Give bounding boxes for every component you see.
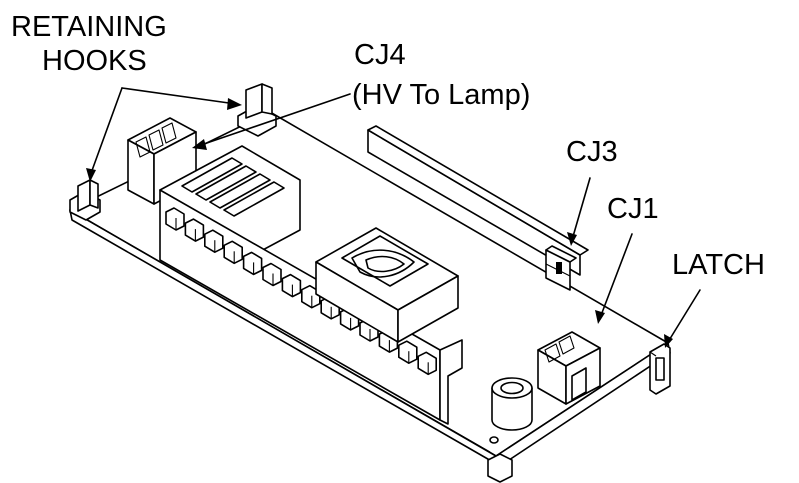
- capacitor: [492, 378, 532, 430]
- retaining-hook-left: [70, 180, 100, 220]
- cj4-label-line1: CJ4: [354, 40, 406, 70]
- cj1-label: CJ1: [607, 194, 659, 224]
- cj3-label: CJ3: [566, 137, 618, 167]
- latch: [650, 344, 670, 394]
- latch-label: LATCH: [672, 250, 765, 280]
- retaining-hooks-label-line2: HOOKS: [42, 46, 147, 76]
- cj4-label-line2: (HV To Lamp): [352, 80, 530, 110]
- retaining-hooks-label-line1: RETAINING: [11, 12, 167, 42]
- retaining-hook-back: [238, 84, 276, 136]
